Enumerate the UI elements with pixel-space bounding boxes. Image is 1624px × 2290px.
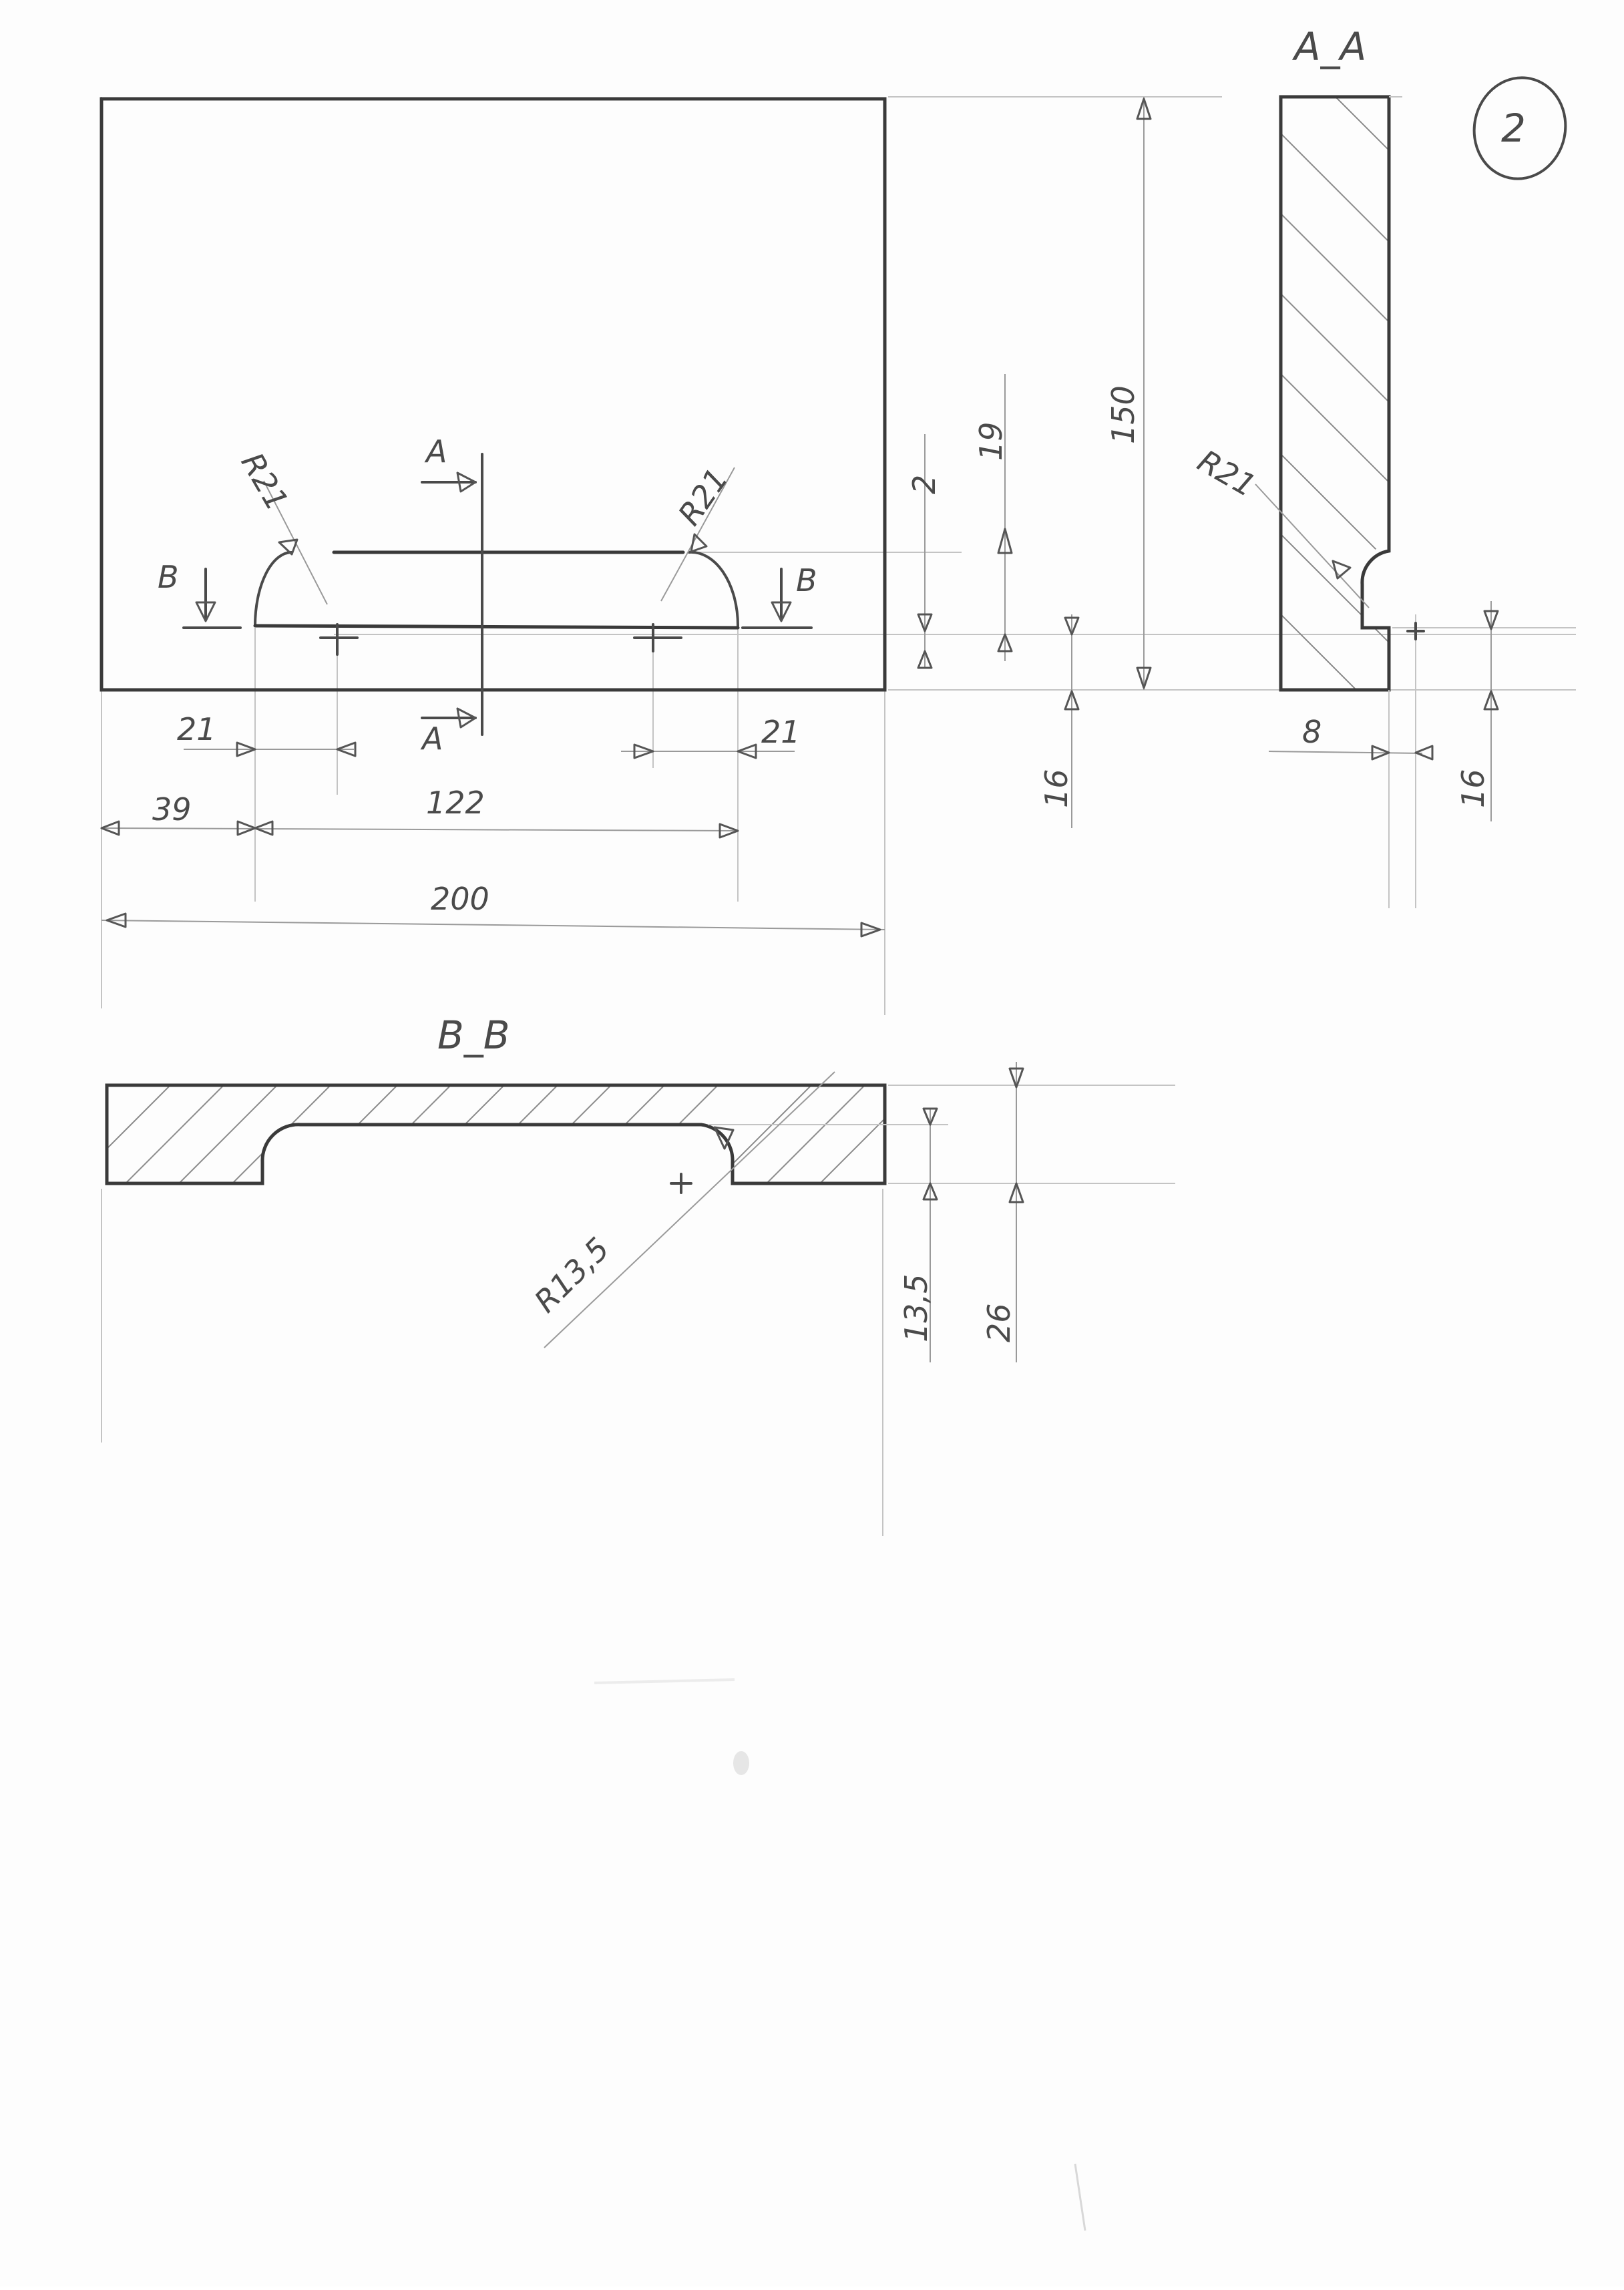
- aa-radius-arrow: [1332, 560, 1352, 580]
- dim-arrow-16-b: [1064, 690, 1080, 711]
- dim-arrow-150-b: [1136, 666, 1152, 689]
- section-arrowhead-b-left: [195, 601, 216, 622]
- bb-radius-leader: [544, 1071, 835, 1348]
- dim-arrow-39-a: [100, 820, 120, 836]
- dim-21-left: 21: [177, 711, 216, 747]
- radius-label-left: R21: [234, 447, 295, 517]
- bb-dim-26: 26: [981, 1303, 1017, 1342]
- dim-16: 16: [1038, 769, 1074, 808]
- dim-122: 122: [426, 785, 485, 821]
- section-label-b-left: B: [158, 559, 179, 595]
- aa-dim-arrow-8-a: [1371, 745, 1390, 761]
- radius-arrow-right: [690, 533, 708, 553]
- radius-arrow-left: [278, 538, 298, 556]
- dim-arrow-19-b: [997, 633, 1013, 652]
- section-aa-view: A_A R21 8 16: [1192, 24, 1576, 908]
- radius-label-right: R21: [671, 461, 735, 532]
- bb-dim-arrow-13-5-b: [922, 1182, 938, 1201]
- section-aa-title: A_A: [1291, 24, 1366, 69]
- dim-arrow-16-a: [1064, 616, 1080, 636]
- sheet-number-mark: 2: [1472, 76, 1567, 180]
- section-label-a-bottom: A: [420, 721, 443, 757]
- dim-150: 150: [1105, 385, 1141, 444]
- slot-left-arc: [254, 551, 293, 627]
- dim-arrow-39-b: [236, 820, 256, 836]
- aa-dim-line-8: [1268, 751, 1423, 754]
- plate-outline: [99, 97, 887, 692]
- dim-arrow-21-right-a: [633, 743, 654, 759]
- section-arrowhead-a-top: [456, 471, 477, 493]
- aa-radius-label: R21: [1192, 443, 1262, 504]
- radius-leader-right: [660, 467, 735, 602]
- bb-radius-arrow: [713, 1126, 735, 1150]
- bb-dim-arrow-13-5-a: [922, 1107, 938, 1126]
- aa-dim-arrow-16-a: [1483, 610, 1499, 630]
- section-aa-outline: [1279, 95, 1391, 692]
- sheet-number: 2: [1501, 106, 1526, 151]
- bb-dim-arrow-26-b: [1008, 1182, 1024, 1203]
- scan-artifacts: [594, 1678, 1086, 2231]
- dim-line-39-122: [101, 827, 739, 831]
- dim-arrow-2-a: [917, 613, 933, 632]
- aa-dim-arrow-16-b: [1483, 690, 1499, 711]
- aa-dim-8: 8: [1302, 714, 1322, 750]
- section-arrowhead-b-right: [771, 601, 792, 622]
- dim-19: 19: [973, 421, 1009, 461]
- aa-dim-arrow-8-b: [1414, 745, 1434, 761]
- bb-dim-arrow-26-a: [1008, 1067, 1024, 1089]
- bb-dim-13-5: 13,5: [898, 1274, 934, 1342]
- dim-arrow-21-left-a: [236, 741, 256, 757]
- section-bb-outline: [105, 1083, 887, 1185]
- section-bb-view: B_B R13,5: [101, 1012, 1175, 1536]
- front-view: A A B B R21 R21 21 21 39 122: [99, 96, 1576, 1015]
- dim-arrow-200-a: [106, 912, 127, 928]
- dim-arrow-19-a: [997, 528, 1013, 554]
- dim-arrow-200-b: [860, 922, 881, 938]
- dim-arrow-2-b: [917, 650, 933, 669]
- dim-arrow-21-left-b: [336, 741, 357, 757]
- dim-arrow-21-right-b: [737, 743, 757, 759]
- aa-dim-16: 16: [1455, 769, 1491, 808]
- dim-arrow-150-a: [1136, 98, 1152, 120]
- dim-2: 2: [906, 475, 942, 494]
- dim-200: 200: [431, 881, 489, 917]
- section-bb-title: B_B: [437, 1012, 510, 1058]
- dim-39: 39: [152, 791, 192, 827]
- section-arrowhead-a-bottom: [456, 707, 477, 729]
- dim-arrow-122-b: [719, 823, 739, 839]
- dim-21-right: 21: [761, 714, 801, 750]
- section-bb-hatching: [107, 1085, 885, 1183]
- dim-arrow-122-a: [254, 820, 274, 836]
- section-label-a-top: A: [424, 433, 447, 469]
- dim-line-200: [101, 920, 885, 930]
- bb-radius-label: R13,5: [528, 1231, 616, 1320]
- aa-radius-leader: [1255, 484, 1370, 608]
- slot-bottom-edge: [253, 624, 740, 630]
- slot-right-arc: [688, 550, 740, 627]
- section-label-b-right: B: [796, 562, 817, 598]
